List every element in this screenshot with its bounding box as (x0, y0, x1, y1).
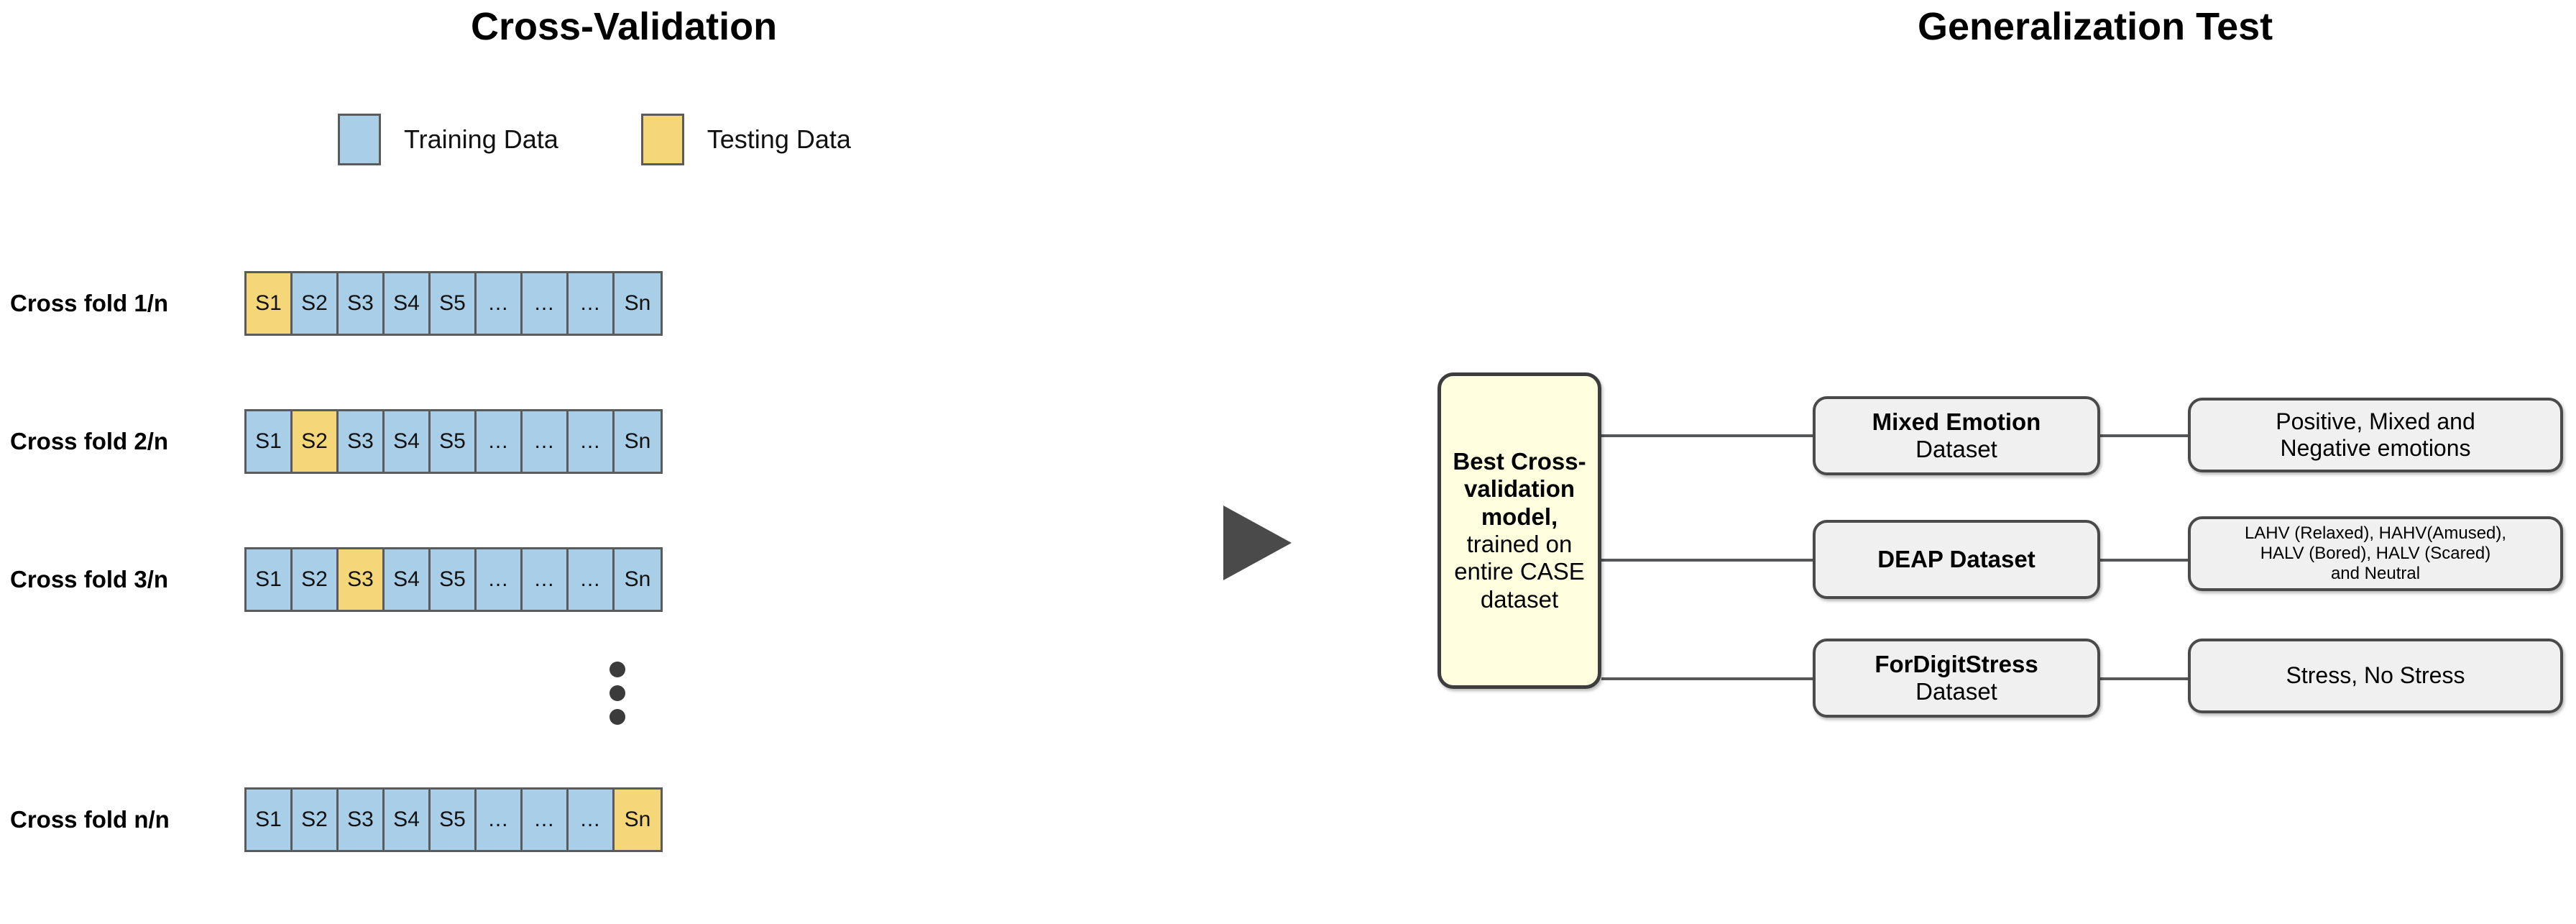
fold-cell: S3 (339, 790, 385, 850)
fold-cell: S4 (385, 411, 431, 472)
outcome-line: Negative emotions (2280, 435, 2471, 461)
fold-cell: ... (523, 549, 569, 610)
legend: Training Data Testing Data (338, 114, 851, 165)
ellipsis-dot (610, 662, 625, 677)
cross-validation-panel-title: Cross-Validation (471, 5, 778, 48)
fold-cell: Sn (615, 273, 661, 334)
outcome-line: Positive, Mixed and (2276, 408, 2475, 434)
dataset-box-mixed-emotion: Mixed Emotion Dataset (1813, 396, 2100, 475)
fold-cell: S1 (247, 549, 293, 610)
outcome-box-deap: LAHV (Relaxed), HAHV(Amused), HALV (Bore… (2188, 516, 2563, 591)
fold-cell: S2 (293, 411, 339, 472)
fold-cell: S1 (247, 273, 293, 334)
fold-row: Cross fold 2/n S1 S2 S3 S4 S5 ... ... ..… (0, 409, 663, 474)
fold-strip: S1 S2 S3 S4 S5 ... ... ... Sn (244, 409, 663, 474)
fold-cell: S4 (385, 790, 431, 850)
connector-line (1601, 677, 1814, 680)
legend-label-testing: Testing Data (707, 124, 851, 154)
fold-cell: ... (569, 273, 615, 334)
fold-strip: S1 S2 S3 S4 S5 ... ... ... Sn (244, 271, 663, 336)
outcome-line: and Neutral (2330, 563, 2421, 583)
outcome-box-mixed-emotion: Positive, Mixed and Negative emotions (2188, 398, 2563, 472)
outcome-box-fordigitstress: Stress, No Stress (2188, 639, 2563, 713)
fold-cell: ... (569, 790, 615, 850)
fold-cell: S3 (339, 549, 385, 610)
legend-entry-training: Training Data (338, 114, 558, 165)
connector-line (1601, 559, 1814, 562)
fold-cell: ... (523, 790, 569, 850)
testing-data-swatch-icon (640, 114, 684, 165)
fold-row: Cross fold 1/n S1 S2 S3 S4 S5 ... ... ..… (0, 271, 663, 336)
fold-cell: S2 (293, 273, 339, 334)
fold-cell: Sn (615, 411, 661, 472)
fold-row: Cross fold 3/n S1 S2 S3 S4 S5 ... ... ..… (0, 547, 663, 612)
fold-label: Cross fold 1/n (10, 290, 169, 316)
fold-cell: ... (477, 790, 523, 850)
legend-label-training: Training Data (404, 124, 558, 154)
fold-cell: Sn (615, 790, 661, 850)
connector-line (2099, 559, 2189, 562)
outcome-line: Stress, No Stress (2286, 662, 2465, 689)
fold-cell: S2 (293, 549, 339, 610)
fold-cell: S2 (293, 790, 339, 850)
best-model-bold-text: Best Cross-validation model, (1453, 448, 1586, 530)
fold-row: Cross fold n/n S1 S2 S3 S4 S5 ... ... ..… (0, 787, 663, 852)
fold-cell: S5 (431, 273, 477, 334)
fold-cell: S5 (431, 790, 477, 850)
connector-line (2099, 434, 2189, 437)
fold-label: Cross fold 2/n (10, 428, 169, 454)
right-triangle-arrow-icon (1223, 506, 1292, 580)
dataset-box-fordigitstress: ForDigitStress Dataset (1813, 639, 2100, 718)
fold-cell: S1 (247, 411, 293, 472)
dataset-name: Mixed Emotion (1872, 408, 2041, 435)
fold-strip: S1 S2 S3 S4 S5 ... ... ... Sn (244, 787, 663, 852)
fold-cell: S5 (431, 411, 477, 472)
connector-line (2099, 677, 2189, 680)
fold-cell: ... (477, 411, 523, 472)
ellipsis-dot (610, 685, 625, 701)
training-data-swatch-icon (338, 114, 381, 165)
outcome-line: LAHV (Relaxed), HAHV(Amused), (2244, 523, 2507, 544)
dataset-name: ForDigitStress (1874, 650, 2038, 677)
vertical-ellipsis-icon (610, 662, 625, 725)
generalization-test-panel-title: Generalization Test (1918, 5, 2273, 48)
fold-cell: ... (569, 411, 615, 472)
fold-cell: ... (477, 549, 523, 610)
fold-cell: S4 (385, 273, 431, 334)
dataset-subtitle: Dataset (1915, 436, 1997, 462)
fold-cell: ... (523, 273, 569, 334)
dataset-name: DEAP Dataset (1877, 545, 2036, 572)
fold-cell: ... (477, 273, 523, 334)
fold-strip: S1 S2 S3 S4 S5 ... ... ... Sn (244, 547, 663, 612)
fold-cell: ... (569, 549, 615, 610)
connector-line (1601, 434, 1814, 437)
legend-entry-testing: Testing Data (640, 114, 851, 165)
fold-cell: S3 (339, 411, 385, 472)
dataset-subtitle: Dataset (1915, 678, 1997, 705)
fold-cell: S1 (247, 790, 293, 850)
outcome-line: HALV (Bored), HALV (Scared) (2260, 544, 2491, 564)
fold-label: Cross fold n/n (10, 806, 170, 833)
ellipsis-dot (610, 709, 625, 725)
best-model-box: Best Cross-validation model, trained on … (1438, 372, 1601, 689)
fold-cell: ... (523, 411, 569, 472)
fold-cell: S4 (385, 549, 431, 610)
fold-cell: S3 (339, 273, 385, 334)
fold-label: Cross fold 3/n (10, 566, 169, 593)
fold-cell: Sn (615, 549, 661, 610)
best-model-regular-text: trained on entire CASE dataset (1454, 531, 1585, 613)
dataset-box-deap: DEAP Dataset (1813, 520, 2100, 599)
fold-cell: S5 (431, 549, 477, 610)
